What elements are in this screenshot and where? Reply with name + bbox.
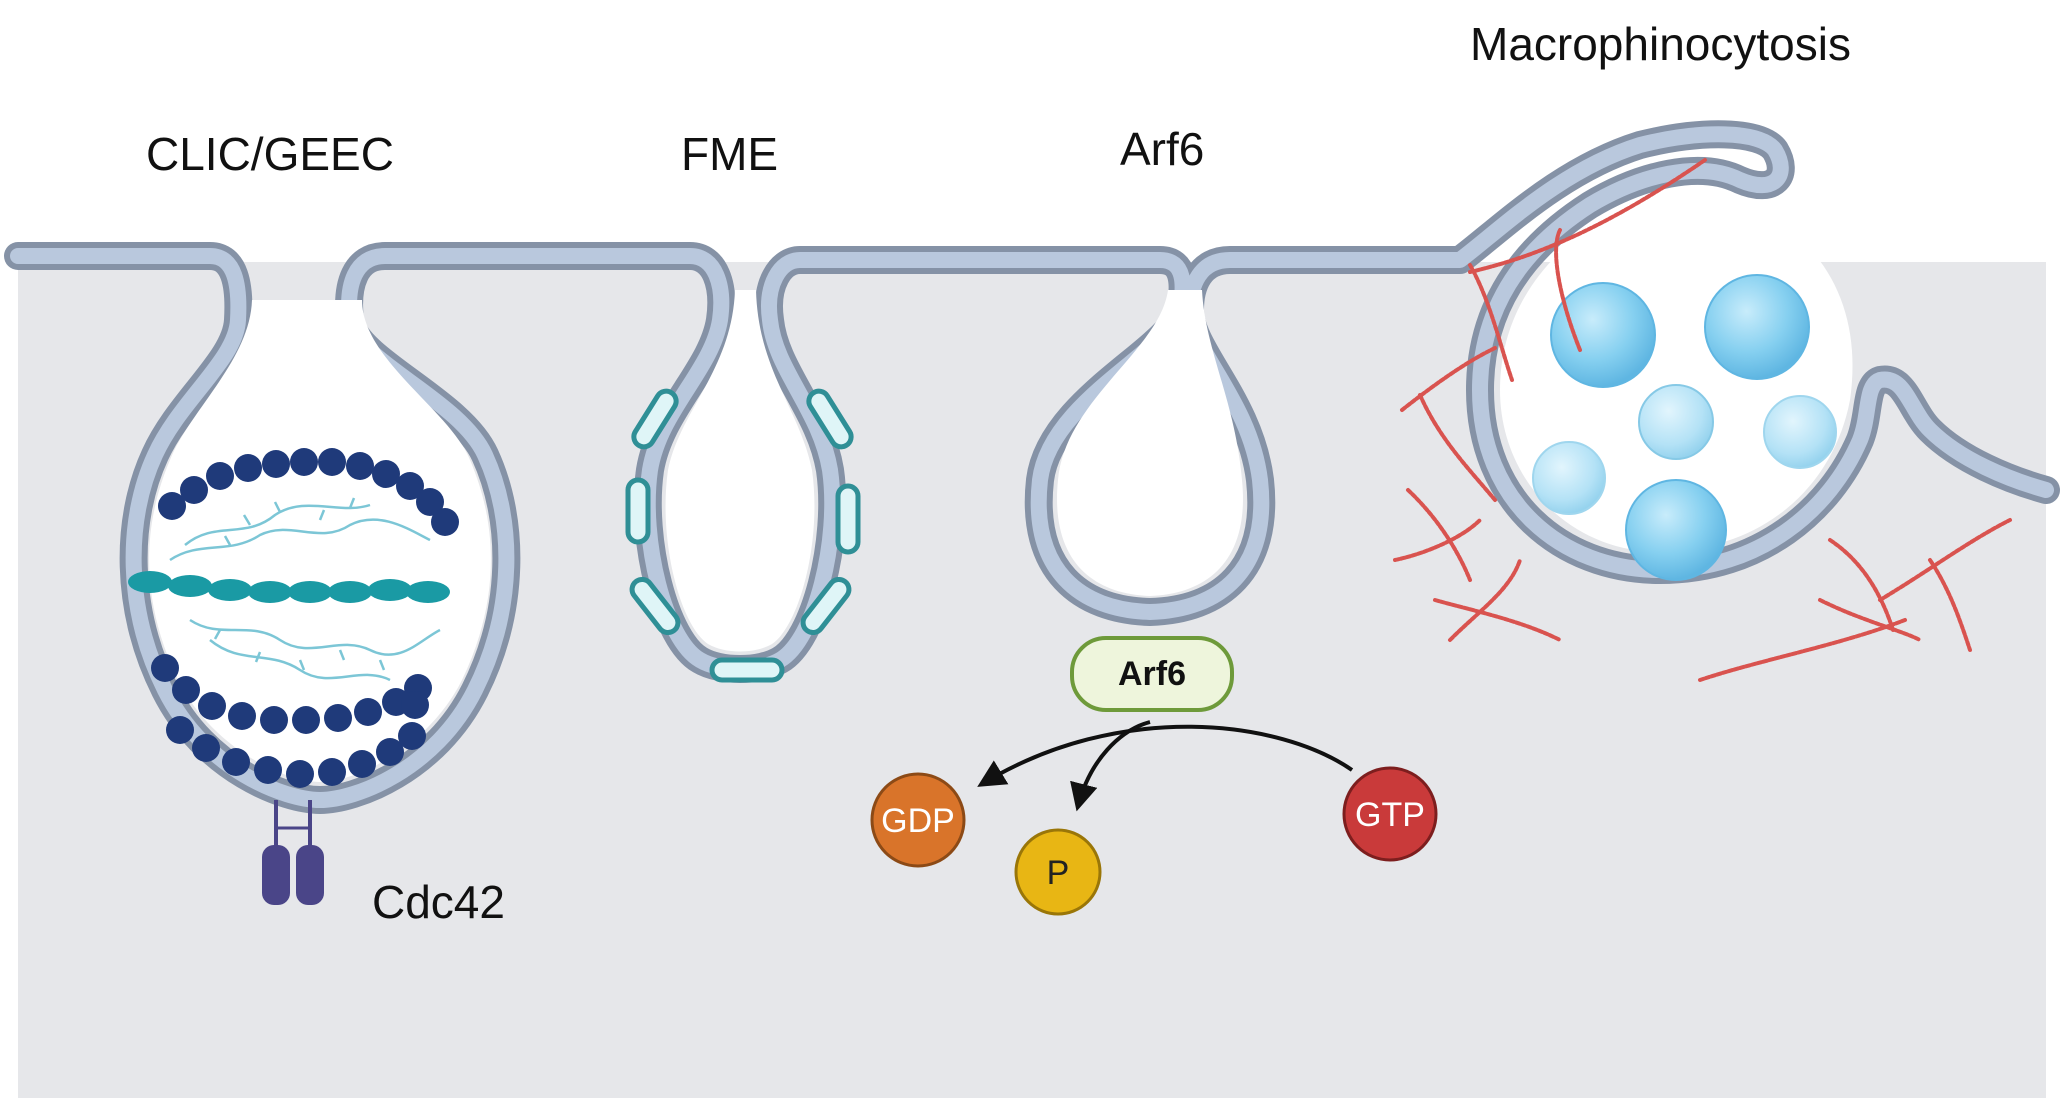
- arrow-icon: [977, 724, 1354, 787]
- clic-teal-chain: [128, 571, 450, 603]
- cdc42-label: Cdc42: [372, 876, 505, 928]
- fme-coat-proteins: [625, 388, 861, 683]
- p-chip: P: [1014, 828, 1102, 916]
- gtp-label: GTP: [1355, 796, 1425, 834]
- clic-fibrous-strands: [169, 497, 441, 682]
- clic-lower-bead-arc-1: [151, 654, 432, 734]
- arf6-pit-interior: [1057, 290, 1243, 596]
- gtp-chip: GTP: [1342, 766, 1438, 862]
- macropinocytosis-title: Macrophinocytosis: [1470, 18, 1851, 70]
- arf6-protein: Arf6: [1070, 636, 1234, 712]
- arf6-protein-label: Arf6: [1118, 655, 1186, 693]
- clic-upper-bead-arc: [158, 448, 459, 536]
- gdp-label: GDP: [881, 802, 955, 840]
- p-label: P: [1047, 854, 1070, 892]
- clic-lower-bead-arc-2: [166, 691, 429, 788]
- clic-geec-title: CLIC/GEEC: [146, 128, 394, 180]
- fme-title: FME: [681, 128, 778, 180]
- arrow-icon: [1070, 720, 1151, 812]
- actin-filaments: [1393, 158, 2012, 682]
- arf6-title: Arf6: [1120, 123, 1204, 175]
- arf6-arrows: [977, 720, 1354, 812]
- cdc42-dimer: [262, 800, 324, 905]
- macropinosome-vesicles: [1532, 274, 1837, 581]
- fme-pit-interior: [665, 290, 815, 652]
- clic-pit-interior: [149, 300, 491, 782]
- gdp-chip: GDP: [870, 772, 966, 868]
